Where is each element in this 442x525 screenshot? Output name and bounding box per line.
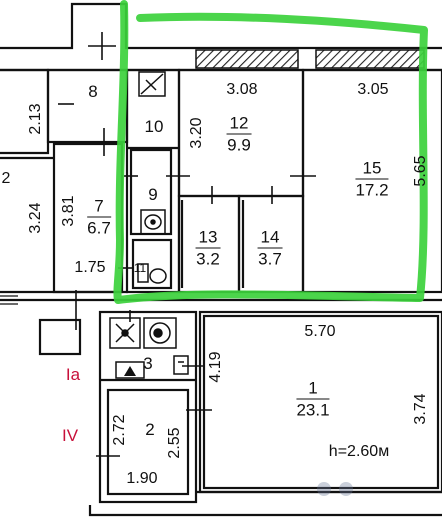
dimension-3-08: 3.08: [226, 81, 258, 98]
room-13-area: 3.2: [196, 249, 220, 269]
boiler-icon: [109, 317, 177, 349]
highlight-outline: [113, 0, 428, 304]
room-7-fraction: 7 6.7: [87, 197, 111, 238]
room-15-number: 15: [355, 159, 389, 180]
room-12-number: 12: [226, 114, 252, 135]
dimension-3-05: 3.05: [357, 81, 389, 98]
dimension-ticks: [58, 32, 316, 457]
room-label-3: 3: [143, 354, 153, 373]
room-15-area: 17.2: [355, 180, 389, 200]
dimension-5-65: 5.65: [412, 155, 429, 187]
room-1-area: 23.1: [296, 400, 330, 420]
room-7-number: 7: [87, 197, 111, 218]
dimension-3-74: 3.74: [412, 393, 429, 425]
room-14-number: 14: [257, 228, 283, 249]
stairs-icon: [138, 71, 166, 97]
room-label-8: 8: [88, 82, 98, 101]
room-13-fraction: 13 3.2: [195, 228, 221, 269]
dimension-5-70: 5.70: [304, 323, 336, 340]
room-1-fraction: 1 23.1: [296, 379, 330, 420]
room-label-2: 2: [145, 420, 155, 439]
room-label-10: 10: [144, 117, 164, 136]
room-12-area: 9.9: [227, 135, 251, 155]
room-label-9: 9: [148, 185, 158, 204]
zone-label-iv: IV: [61, 426, 79, 445]
room-13-number: 13: [195, 228, 221, 249]
dimension-1-75: 1.75: [74, 259, 106, 276]
toilet-icon: [137, 263, 167, 284]
hatched-walls: [195, 49, 425, 69]
entrance-arrow-icon: [115, 361, 145, 379]
room-label-11: 11: [133, 261, 147, 275]
dimension-2-72: 2.72: [111, 414, 128, 446]
zone-label-ia: Ia: [65, 365, 81, 384]
dimension-2-55: 2.55: [166, 427, 183, 459]
sink-icon: [140, 209, 166, 235]
room-1-number: 1: [296, 379, 330, 400]
dimension-3-24: 3.24: [27, 202, 44, 234]
logo-icon: [317, 482, 353, 496]
stove-icon: [173, 355, 189, 375]
ceiling-height: h=2.60м: [328, 443, 390, 460]
room-12-fraction: 12 9.9: [226, 114, 252, 155]
dimension-2-13: 2.13: [27, 103, 44, 135]
room-15-fraction: 15 17.2: [355, 159, 389, 200]
room-label-left-cut: 2: [1, 170, 11, 187]
room-14-fraction: 14 3.7: [257, 228, 283, 269]
dimension-3-81: 3.81: [60, 195, 77, 227]
dimension-1-90: 1.90: [126, 470, 158, 487]
room-14-area: 3.7: [258, 249, 282, 269]
room-7-area: 6.7: [87, 218, 111, 238]
dimension-3-20: 3.20: [188, 117, 205, 149]
dimension-4-19: 4.19: [207, 351, 224, 383]
